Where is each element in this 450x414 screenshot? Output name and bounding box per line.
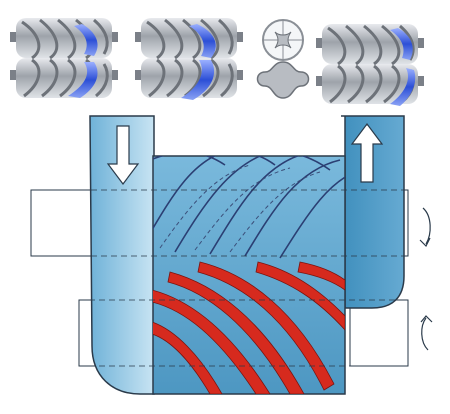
arrow-down-icon [106,125,140,185]
rotor-pair-1 [10,18,118,98]
bearing-block-right-lower [349,299,409,367]
housing-outlet-duct [341,115,405,309]
rotor-pair-4 [316,24,424,106]
bearing-block-left-upper [30,189,96,257]
rotor-cross-section [256,19,310,99]
housing-inlet-duct [89,115,155,395]
rotation-arrow-upper-icon [419,207,431,248]
rotor-lobes [153,156,345,394]
arrow-up-icon [350,123,384,183]
rotor-pair-2 [135,18,243,100]
rotation-arrow-lower-icon [420,315,433,351]
